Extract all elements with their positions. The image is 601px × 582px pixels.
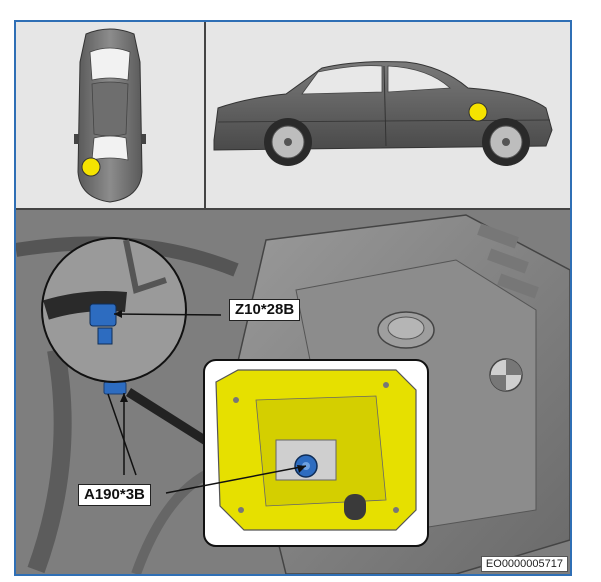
engine-bay-illustration <box>16 210 570 574</box>
car-top-view-icon <box>74 28 146 203</box>
car-top-view-panel <box>16 22 206 210</box>
car-side-view-panel <box>206 22 570 210</box>
callout-z10-28b: Z10*28B <box>229 299 301 321</box>
diagram-frame: Z10*28B A190*3B EO0000005717 <box>14 20 572 576</box>
engine-bay-panel <box>16 210 570 574</box>
location-marker-icon <box>81 157 101 177</box>
callout-a190-3b: A190*3B <box>78 484 151 506</box>
document-id: EO0000005717 <box>480 556 568 572</box>
location-marker-icon <box>468 102 488 122</box>
car-side-view-icon <box>213 61 553 166</box>
connector-a190-marker <box>103 381 127 395</box>
